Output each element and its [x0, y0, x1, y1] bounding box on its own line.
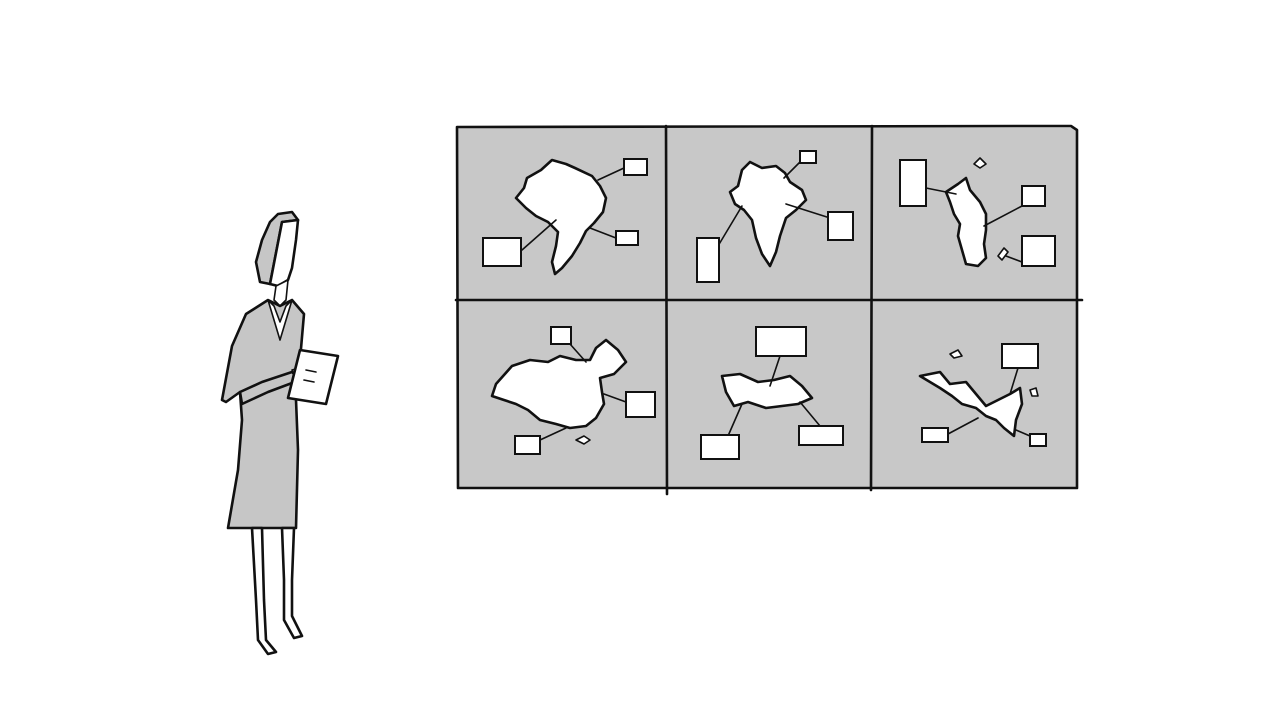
korea-map [899, 157, 1056, 268]
face [268, 218, 300, 288]
callout-box [1021, 185, 1046, 207]
woman-presenter-icon [220, 210, 340, 656]
callout-box [625, 391, 656, 418]
callout-box [921, 427, 949, 443]
callout-box [755, 326, 807, 357]
southeast-asia-map [918, 343, 1047, 447]
leg-left [250, 526, 278, 656]
board-grid [454, 124, 1084, 496]
clipboard-icon [286, 348, 340, 406]
callout-box [1021, 235, 1056, 267]
callout-box [482, 237, 522, 267]
dress [220, 298, 306, 530]
eastern-europe-map [700, 326, 844, 460]
callout-box [798, 425, 844, 446]
callout-box [1001, 343, 1039, 369]
callout-box [696, 237, 720, 283]
leg-right [280, 526, 304, 640]
collar [267, 299, 293, 341]
callout-box [700, 434, 740, 460]
callout-box [514, 435, 541, 455]
south-america-map [482, 158, 648, 276]
neck [273, 279, 289, 307]
callout-box [799, 150, 817, 164]
callout-box [1029, 433, 1047, 447]
callout-box [623, 158, 648, 176]
callout-box [899, 159, 927, 207]
china-map [490, 326, 656, 455]
callout-box [615, 230, 639, 246]
india-map [696, 150, 854, 283]
callout-box [550, 326, 572, 345]
map-board [454, 124, 1084, 496]
callout-box [827, 211, 854, 241]
